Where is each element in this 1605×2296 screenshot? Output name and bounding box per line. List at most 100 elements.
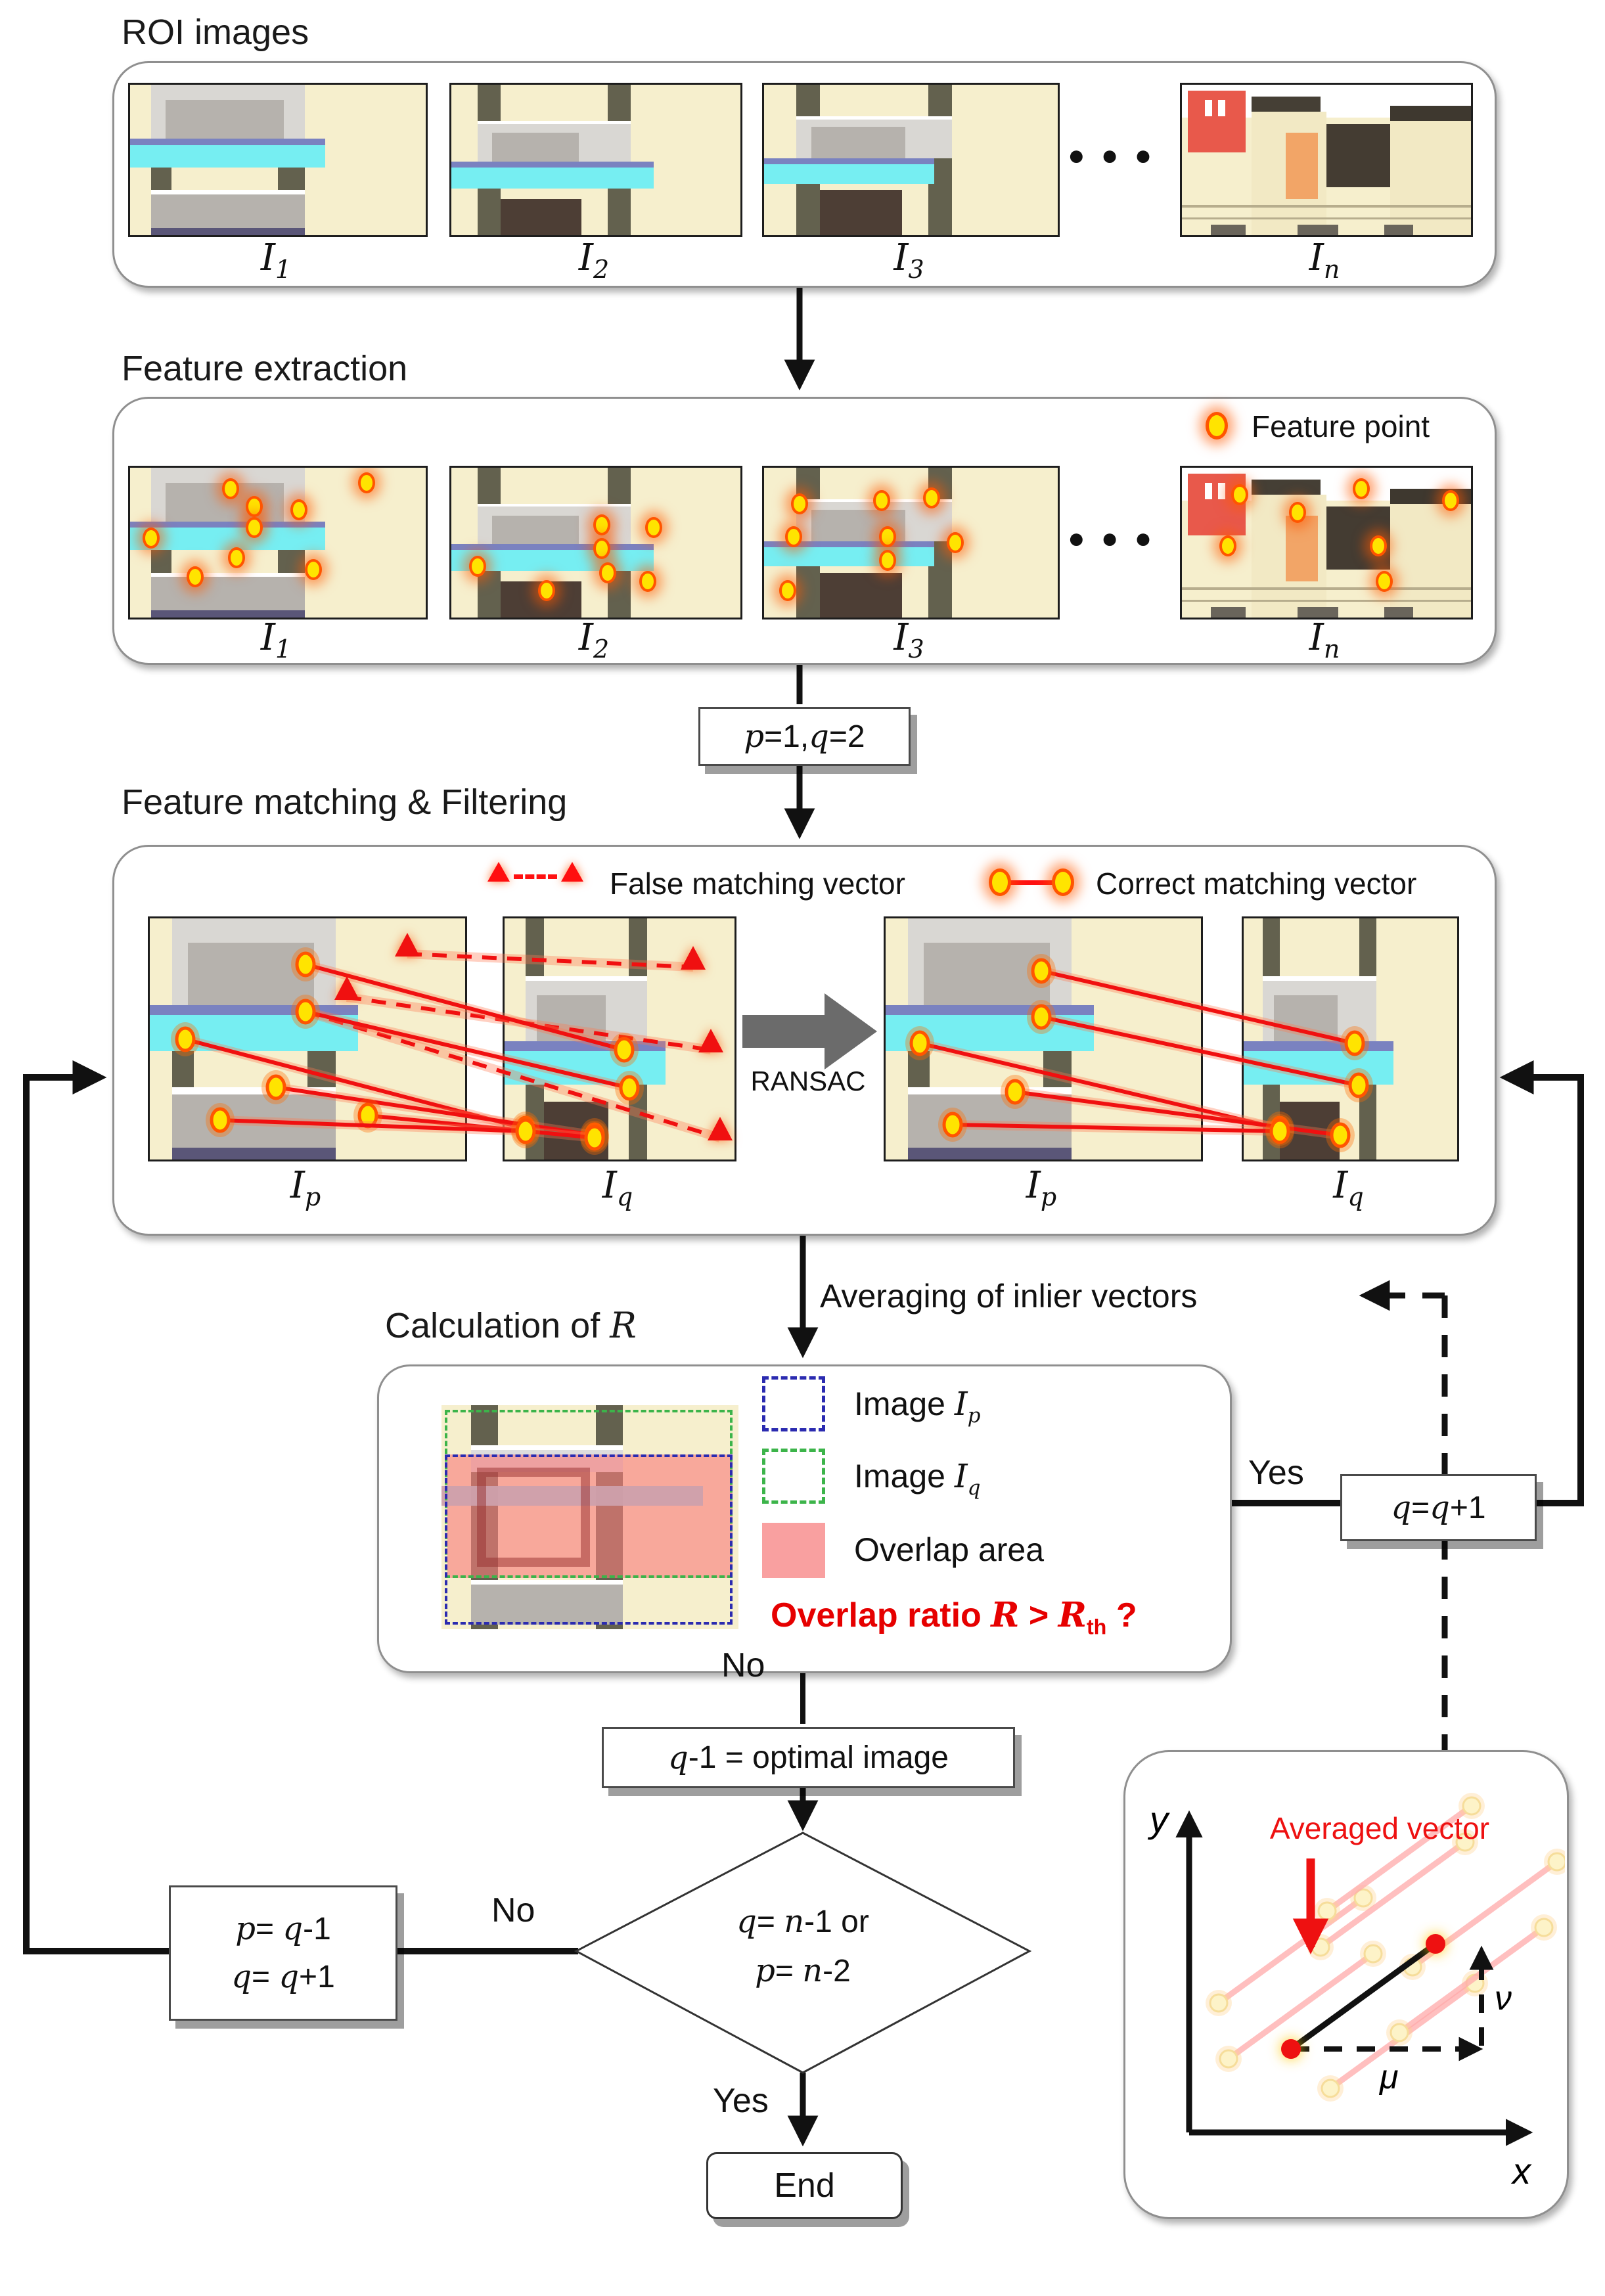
building-part: [150, 572, 305, 577]
building-part: [150, 610, 305, 618]
averaged-vector-title: Averaged vector: [1270, 1811, 1489, 1845]
fe-label-n: In: [1309, 616, 1340, 664]
building-part: [130, 528, 325, 551]
building-part: [187, 942, 314, 1006]
building-part: [907, 1147, 1072, 1159]
vector-diagram: y x Averaged vector μ ν: [1147, 1793, 1565, 2192]
averaging-label: Averaging of inlier vectors: [820, 1278, 1198, 1315]
feature-point-icon: [872, 490, 890, 512]
building-part: [1390, 503, 1471, 618]
red-triangle-icon: [561, 862, 583, 882]
feature-point-icon: [1219, 535, 1237, 556]
feature-point-icon: [358, 472, 375, 493]
building-part: [150, 190, 305, 195]
building-part: [1218, 482, 1225, 499]
decision-text: q= n-1 or p= n-2: [576, 1897, 1029, 1996]
feature-point-legend-icon: [1206, 412, 1228, 439]
feature-point-icon: [989, 868, 1011, 896]
building-part: [819, 190, 903, 235]
end-box: End: [706, 2152, 903, 2219]
fe-label-3: I3: [893, 616, 924, 664]
feature-point-icon: [228, 547, 245, 568]
p-init-box: p=1, q=2: [698, 707, 911, 766]
feature-point-icon: [1442, 490, 1460, 512]
building-part: [130, 522, 325, 528]
false-match-legend-icon: [487, 862, 583, 882]
feature-point-icon: [290, 499, 307, 520]
red-line-icon: [1008, 880, 1054, 885]
feature-point-icon: [790, 493, 808, 514]
feature-point-icon: [946, 532, 964, 553]
fe-image-1: [128, 466, 428, 619]
building-part: [1390, 120, 1471, 235]
building-part: [171, 1087, 336, 1094]
pq-update-box: p= q-1 q= q+1: [169, 1885, 397, 2021]
building-part: [525, 976, 647, 981]
legend-iq-label: Image Iq: [854, 1457, 981, 1500]
fm-label-iq-right: Iq: [1333, 1164, 1364, 1212]
building-part: [451, 161, 654, 168]
building-part: [796, 116, 953, 120]
false-match-legend-label: False matching vector: [610, 867, 905, 901]
feature-point-icon: [1370, 535, 1388, 556]
building-part: [477, 120, 631, 124]
decision-diamond: [574, 1832, 1032, 2074]
feature-point-icon: [593, 514, 610, 535]
feature-point-icon: [1231, 484, 1248, 506]
building-part: [451, 167, 654, 189]
no-label-2: No: [491, 1891, 535, 1929]
pq-line-2: q= q+1: [231, 1958, 335, 1995]
feature-point-icon: [593, 538, 610, 560]
building-part: [1390, 106, 1471, 121]
building-part: [1263, 976, 1376, 981]
feature-point-icon: [645, 517, 662, 539]
building-part: [1251, 97, 1321, 115]
feature-point-icon: [1052, 868, 1074, 896]
feature-matching-title: Feature matching & Filtering: [122, 782, 568, 822]
building-part: [819, 572, 903, 618]
building-part: [907, 1087, 1072, 1094]
building-part: [491, 133, 579, 164]
feature-point-icon: [222, 478, 239, 499]
feature-point-icon: [1289, 502, 1306, 524]
roi-label-2: I2: [578, 236, 610, 284]
fe-label-2: I2: [578, 616, 610, 664]
roi-label-n: In: [1309, 236, 1340, 284]
building-part: [923, 942, 1050, 1006]
no-label-1: No: [721, 1646, 765, 1684]
fm-label-iq-left: Iq: [602, 1164, 633, 1212]
ransac-arrow: RANSAC: [742, 993, 877, 1096]
feature-point-legend-label: Feature point: [1252, 409, 1430, 443]
building-part: [1326, 124, 1390, 187]
overlap-figure: [441, 1405, 738, 1629]
feature-extraction-title: Feature extraction: [122, 349, 408, 388]
y-axis-label: y: [1147, 1799, 1170, 1840]
red-triangle-icon: [487, 862, 510, 882]
building-part: [764, 158, 935, 165]
building-part: [1286, 515, 1318, 582]
building-part: [150, 577, 305, 610]
image-ip-dashed-rect: [444, 1454, 733, 1625]
feature-point-icon: [187, 566, 204, 588]
fm-label-ip-left: Ip: [290, 1164, 321, 1212]
vector-endpoint: [1281, 2039, 1301, 2059]
building-part: [1384, 607, 1413, 618]
yes-label-2: Yes: [713, 2082, 769, 2120]
ransac-label: RANSAC: [750, 1066, 865, 1096]
decision-line-1: q= n-1 or: [736, 1903, 869, 1940]
building-part: [150, 227, 305, 235]
building-part: [1211, 607, 1246, 618]
legend-ip-label: Image Ip: [854, 1385, 981, 1428]
feature-point-icon: [922, 487, 940, 508]
feature-point-icon: [142, 528, 160, 549]
q-increment-box: q= q +1: [1340, 1474, 1537, 1541]
decision-line-2: p= n-2: [755, 1952, 851, 1990]
feature-point-icon: [246, 517, 263, 539]
nu-label: ν: [1495, 1979, 1512, 2017]
building-part: [811, 127, 905, 159]
correct-match-legend-label: Correct matching vector: [1096, 867, 1417, 901]
building-part: [1384, 224, 1413, 235]
roi-label-3: I3: [893, 236, 924, 284]
legend-iq-swatch: [762, 1449, 825, 1504]
